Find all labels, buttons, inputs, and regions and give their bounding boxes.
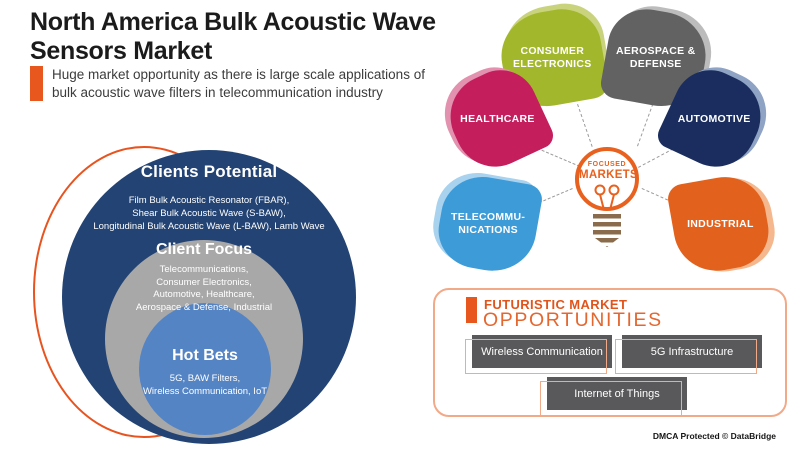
lightbulb-icon: FOCUSED MARKETS — [575, 147, 639, 211]
opportunities-accent-bar — [466, 297, 477, 323]
subtitle-text: Huge market opportunity as there is larg… — [52, 66, 425, 102]
petal-aerospace-defense-label: AEROSPACE & DEFENSE — [615, 44, 696, 70]
subtitle-line2: bulk acoustic wave filters in telecommun… — [52, 85, 383, 100]
venn-circle-hot-bets — [139, 303, 271, 435]
dashed-connector-aerospace — [637, 103, 654, 147]
focused-markets-label-line2: MARKETS — [579, 169, 638, 181]
venn-outer-line1: Film Bulk Acoustic Resonator (FBAR), — [128, 195, 290, 206]
focused-markets-label-line1: FOCUSED — [587, 161, 627, 168]
venn-outer-line2: Shear Bulk Acoustic Wave (S-BAW), — [132, 208, 286, 219]
venn-middle-title: Client Focus — [155, 241, 252, 258]
opportunity-chip-internet-of-things: Internet of Things — [540, 377, 687, 416]
venn-outer-title: Clients Potential — [140, 162, 278, 181]
page-title-line1: North America Bulk Acoustic Wave — [30, 8, 436, 36]
futuristic-opportunities-panel: FUTURISTIC MARKET OPPORTUNITIES Wireless… — [433, 288, 787, 417]
dmca-copyright: DMCA Protected © DataBridge — [652, 431, 776, 441]
subtitle: Huge market opportunity as there is larg… — [30, 66, 425, 102]
petal-consumer-electronics-label: CONSUMER ELECTRONICS — [513, 45, 592, 70]
opportunities-title-line2: OPPORTUNITIES — [483, 309, 663, 331]
venn-middle-line1: Telecommunications, — [159, 264, 249, 275]
page-title-line2: Sensors Market — [30, 37, 212, 65]
dashed-connector-consumer — [577, 104, 593, 147]
opportunity-chip-wireless-communication: Wireless Communication — [465, 335, 612, 374]
petal-telecommunications: TELECOMMU- NICATIONS — [432, 170, 545, 278]
venn-inner-title: Hot Bets — [172, 347, 238, 364]
venn-middle-line2: Consumer Electronics, — [156, 276, 252, 288]
venn-outer-text: Film Bulk Acoustic Resonator (FBAR), She… — [52, 194, 366, 233]
opportunities-title-line1: FUTURISTIC MARKET — [484, 297, 628, 312]
petal-telecommunications-label: TELECOMMU- NICATIONS — [451, 210, 526, 236]
venn-inner-text: 5G, BAW Filters, Wireless Communication,… — [125, 373, 285, 398]
page-title: North America Bulk Acoustic Wave Sensors… — [30, 8, 436, 66]
opportunity-chip-5g-infrastructure: 5G Infrastructure — [615, 335, 762, 374]
venn-middle-line4: Aerospace & Defense, Industrial — [135, 301, 273, 313]
petal-industrial-label: INDUSTRIAL — [686, 217, 754, 230]
subtitle-accent-bar — [30, 66, 43, 101]
venn-middle-text: Telecommunications, Consumer Electronics… — [99, 264, 309, 314]
bulb-base-icon — [593, 214, 621, 247]
venn-middle-line3: Automotive, Healthcare, — [153, 289, 255, 300]
bulb-filament-icon — [594, 184, 620, 210]
venn-outer-line3: Longitudinal Bulk Acoustic Wave (L-BAW),… — [93, 221, 325, 232]
venn-inner-line2: Wireless Communication, IoT — [142, 385, 268, 397]
venn-inner-line1: 5G, BAW Filters, — [169, 373, 241, 384]
petal-healthcare-label: HEALTHCARE — [459, 112, 535, 125]
subtitle-line1: Huge market opportunity as there is larg… — [52, 67, 425, 82]
petal-automotive-label: AUTOMOTIVE — [677, 112, 751, 125]
petal-industrial: INDUSTRIAL — [665, 170, 775, 278]
